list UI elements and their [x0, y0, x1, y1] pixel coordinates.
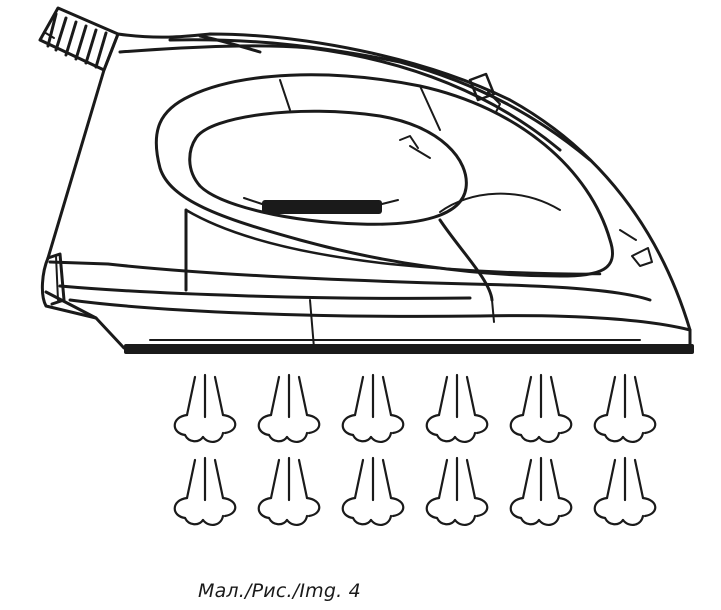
soleplate — [124, 344, 694, 354]
steam-grid — [173, 373, 657, 526]
steam-puff-icon — [257, 456, 321, 526]
steam-iron-icon — [38, 6, 694, 354]
steam-puff-icon — [425, 373, 489, 443]
figure-caption: Мал./Рис./Img. 4 — [198, 580, 361, 602]
steam-puff-icon — [173, 373, 237, 443]
control-slot — [262, 200, 382, 214]
steam-puff-icon — [341, 373, 405, 443]
cord-guard — [38, 6, 120, 72]
iron-body-outline — [40, 32, 692, 350]
handle-opening — [188, 109, 468, 226]
steam-puff-icon — [509, 373, 573, 443]
steam-puff-icon — [593, 373, 657, 443]
steam-puff-icon — [173, 456, 237, 526]
steam-puff-icon — [425, 456, 489, 526]
steam-puff-icon — [257, 373, 321, 443]
spray-button — [468, 72, 496, 102]
steam-puff-icon — [509, 456, 573, 526]
steam-puff-icon — [593, 456, 657, 526]
steam-puff-icon — [341, 456, 405, 526]
handle-loop-outer — [154, 73, 614, 278]
